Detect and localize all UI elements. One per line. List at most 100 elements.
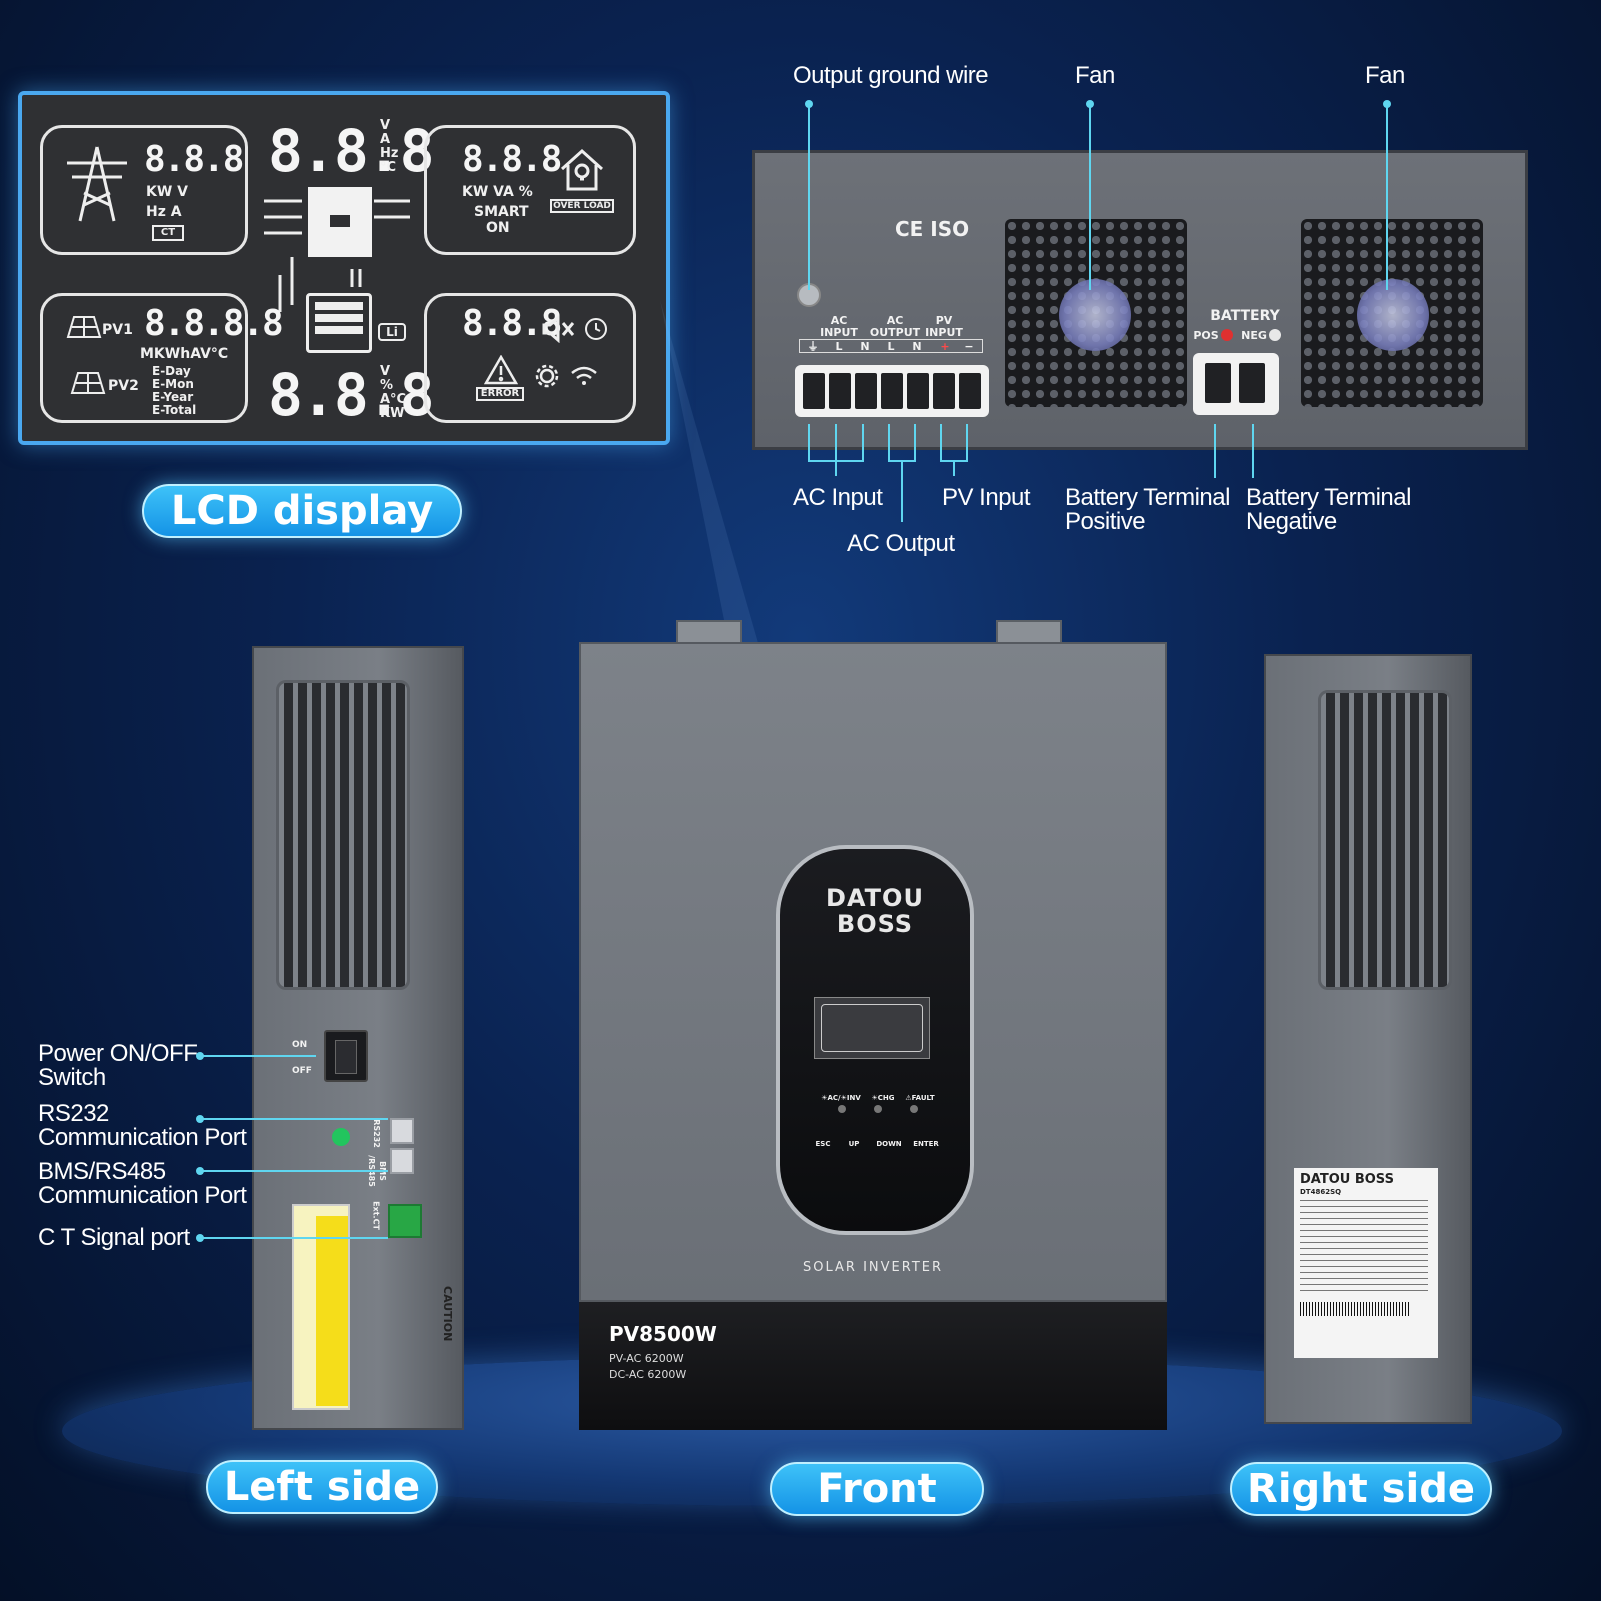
button-up[interactable]: UP: [848, 1140, 860, 1148]
button-enter[interactable]: ENTER: [913, 1140, 939, 1148]
callout-line: [200, 1118, 388, 1120]
left-side-pill: Left side: [206, 1460, 438, 1514]
label-battery: BATTERY: [1210, 308, 1280, 324]
led-fault: [910, 1105, 918, 1113]
ct-signal-port[interactable]: [388, 1204, 422, 1238]
callout-power-2: Switch: [38, 1064, 106, 1091]
callout-line: [1089, 104, 1091, 290]
ext-ct-label: Ext.CT: [371, 1201, 381, 1230]
callout-battery-negative-2: Negative: [1246, 508, 1337, 535]
front-control-panel: DATOU BOSS ☀AC/☀INV ☀CHG ⚠FAULT ESC UP D…: [776, 845, 974, 1235]
terminal-mark: −: [964, 340, 974, 353]
lcd-center-top-digits: 8.8.8: [268, 117, 435, 185]
lcd-pv1-label: PV1: [102, 322, 133, 338]
front-spec-1: PV-AC 6200W: [609, 1352, 684, 1365]
callout-line: [808, 424, 810, 462]
power-tower-icon: [67, 146, 127, 222]
lcd-battery-unit-pct: %: [380, 378, 394, 393]
right-side-vent: [1318, 690, 1452, 990]
brand-line-2: BOSS: [836, 910, 914, 938]
callout-battery-positive-2: Positive: [1065, 508, 1146, 535]
rs232-port-label: RS232: [371, 1119, 381, 1148]
left-side-vent: [276, 680, 410, 990]
bms-rs485-port[interactable]: [390, 1148, 414, 1174]
lcd-flow-arrows-icon: [264, 199, 410, 312]
callout-dot: [805, 100, 813, 108]
lcd-center-top-unit-c: °C: [380, 160, 397, 175]
callout-line: [953, 460, 955, 476]
inverter-bottom-panel: CE ISO AC INPUT AC OUTPUT PV INPUT ⏚ L N…: [752, 150, 1528, 450]
callout-line: [1386, 104, 1388, 290]
spec-sticker: DATOU BOSS DT4862SQ: [1294, 1168, 1438, 1358]
front-model: PV8500W: [609, 1322, 717, 1346]
label-ac-output-1: AC: [886, 314, 904, 327]
neg-icon: [1269, 329, 1281, 341]
lcd-battery-unit-v: V: [380, 364, 391, 379]
lcd-grid-quadrant: [40, 125, 248, 255]
lcd-inverter-icon: [308, 187, 372, 257]
callout-power-1: Power ON/OFF: [38, 1040, 198, 1067]
callout-line: [200, 1055, 316, 1057]
indicator-ac-inv: ☀AC/☀INV: [821, 1094, 861, 1102]
callout-line: [808, 104, 810, 290]
pos-icon: [1221, 329, 1233, 341]
callout-line: [200, 1237, 388, 1239]
lcd-grid-digits: 8.8.8: [144, 139, 244, 180]
lcd-center-top-unit-hz: Hz: [380, 146, 399, 161]
battery-terminal-block: [1193, 353, 1279, 415]
label-neg: NEG: [1241, 329, 1267, 342]
fan-left-icon: [1059, 279, 1131, 351]
callout-ac-input: AC Input: [793, 484, 883, 511]
callout-line: [200, 1170, 388, 1172]
label-ac-output-2: OUTPUT: [869, 326, 921, 339]
label-pv-input-2: INPUT: [925, 326, 963, 339]
lcd-grid-units-2: Hz A: [146, 204, 182, 220]
lcd-overload-box: OVER LOAD: [550, 199, 614, 213]
label-pv-input-1: PV: [935, 314, 953, 327]
callout-bms-2: Communication Port: [38, 1182, 247, 1209]
fan-right-icon: [1357, 279, 1429, 351]
status-led: [332, 1128, 350, 1146]
caution-sticker: CAUTION: [292, 1204, 454, 1410]
button-esc[interactable]: ESC: [815, 1140, 831, 1148]
power-switch[interactable]: [324, 1030, 368, 1082]
lcd-pv-units: MKWhAV°C: [140, 346, 229, 362]
callout-line: [901, 460, 903, 522]
lcd-e-day: E-Day: [152, 364, 191, 378]
brand-line-1: DATOU: [826, 884, 924, 912]
callout-dot: [1383, 100, 1391, 108]
lcd-pv-digits: 8.8.8.8: [144, 303, 284, 344]
terminal-mark: N: [912, 340, 922, 353]
lcd-e-mon: E-Mon: [152, 377, 194, 391]
lcd-load-units: KW VA %: [462, 184, 533, 200]
callout-line: [835, 424, 837, 476]
terminal-mark: ⏚: [807, 340, 819, 353]
terminal-mark: L: [835, 340, 843, 353]
house-bulb-icon: [560, 148, 604, 191]
rs232-port[interactable]: [390, 1118, 414, 1144]
callout-line: [888, 424, 890, 462]
solar-panel-icon: [70, 372, 106, 394]
lcd-center-top-unit-v: V: [380, 118, 391, 133]
led-ac-inv: [838, 1105, 846, 1113]
lcd-li-badge: Li: [378, 323, 406, 341]
front-subtitle: SOLAR INVERTER: [802, 1260, 944, 1275]
lcd-display-panel: 8.8.8 KW V Hz A CT 8.8.8 V A Hz °C 8.8.8…: [18, 91, 670, 445]
callout-line: [1214, 424, 1216, 478]
caution-text: CAUTION: [441, 1286, 454, 1342]
callout-output-ground-wire: Output ground wire: [793, 62, 989, 89]
front-unit-base: PV8500W PV-AC 6200W DC-AC 6200W: [579, 1302, 1167, 1430]
label-pos: POS: [1193, 329, 1219, 342]
lcd-ct-box: CT: [152, 225, 184, 241]
indicator-chg: ☀CHG: [871, 1094, 895, 1102]
callout-battery-negative-1: Battery Terminal: [1246, 484, 1411, 511]
lcd-display-pill: LCD display: [142, 484, 462, 538]
lcd-battery-icon: [306, 293, 372, 353]
warning-icon: [484, 355, 518, 385]
lcd-status-quadrant: [424, 293, 636, 423]
callout-line: [966, 424, 968, 462]
sticker-brand: DATOU BOSS: [1300, 1172, 1394, 1187]
button-down[interactable]: DOWN: [876, 1140, 902, 1148]
settings-gear-icon: [535, 364, 559, 388]
callout-bms-1: BMS/RS485: [38, 1158, 166, 1185]
